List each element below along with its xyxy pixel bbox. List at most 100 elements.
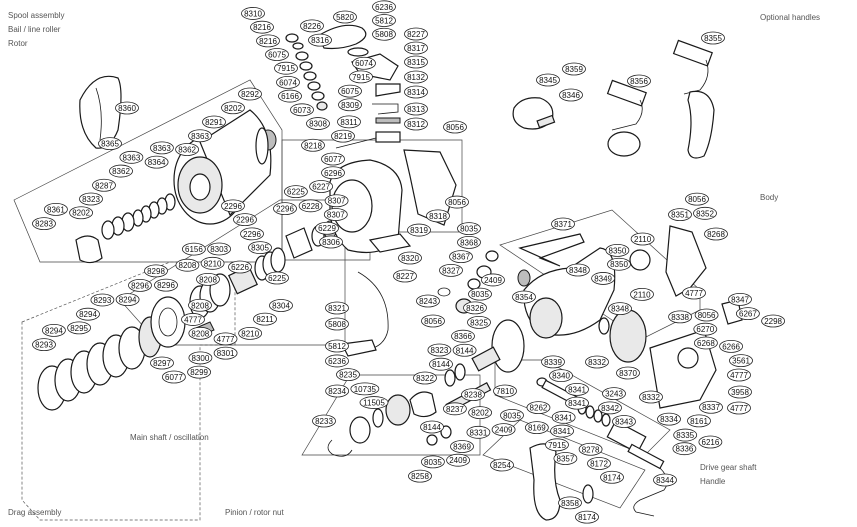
callout-bubble bbox=[265, 271, 289, 285]
callout-bubble bbox=[128, 278, 152, 292]
part-number: 8363 bbox=[191, 132, 209, 141]
part-callout-8305: 8305 bbox=[248, 241, 272, 255]
part-number: 6227 bbox=[312, 183, 330, 192]
part-callout-8237: 8237 bbox=[442, 402, 467, 416]
drag-knob-part bbox=[75, 235, 103, 264]
part-callout-6075: 6075 bbox=[265, 48, 289, 61]
part-number: 8174 bbox=[578, 513, 596, 522]
part-number: 3243 bbox=[605, 390, 623, 399]
part-number: 8172 bbox=[590, 459, 608, 468]
caption-body: Body bbox=[760, 193, 778, 202]
part-number: 6296 bbox=[324, 169, 342, 178]
callout-bubble bbox=[213, 332, 238, 346]
part-number: 8293 bbox=[35, 341, 53, 350]
part-number: 5820 bbox=[336, 13, 354, 22]
part-number: 8307 bbox=[327, 210, 345, 219]
callout-bubble bbox=[44, 202, 68, 216]
callout-bubble bbox=[630, 287, 654, 301]
callout-bubble bbox=[207, 242, 232, 256]
callout-bubble bbox=[393, 269, 417, 283]
part-callout-8297: 8297 bbox=[150, 356, 174, 370]
part-number: 8227 bbox=[396, 272, 414, 281]
callout-bubble bbox=[349, 70, 373, 84]
callout-bubble bbox=[524, 421, 549, 435]
part-callout-8298: 8298 bbox=[144, 264, 168, 278]
callout-bubble bbox=[301, 138, 325, 152]
callout-bubble bbox=[408, 469, 432, 483]
part-callout-7915: 7915 bbox=[545, 438, 569, 452]
part-number: 8332 bbox=[642, 393, 660, 402]
callout-bubble bbox=[426, 209, 450, 223]
caption-handle: Handle bbox=[700, 477, 726, 486]
part-callout-6073: 6073 bbox=[290, 103, 314, 117]
part-callout-6074: 6074 bbox=[352, 56, 376, 70]
spool-hub bbox=[189, 173, 211, 201]
handle-arm bbox=[627, 443, 665, 470]
part-callout-5812: 5812 bbox=[325, 339, 349, 353]
part-callout-8338: 8338 bbox=[668, 310, 692, 324]
part-callout-10735: 10735 bbox=[350, 382, 380, 396]
callout-bubble bbox=[238, 326, 263, 340]
part-callout-8350: 8350 bbox=[607, 257, 631, 271]
callout-bubble bbox=[404, 117, 428, 131]
callout-bubble bbox=[175, 258, 200, 272]
callout-bubble bbox=[325, 339, 349, 353]
part-number: 5808 bbox=[375, 30, 393, 39]
part-number: 7810 bbox=[496, 387, 514, 396]
part-callout-2296: 2296 bbox=[240, 227, 264, 241]
option-crank-1 bbox=[611, 99, 643, 131]
part-callout-8339: 8339 bbox=[541, 355, 565, 369]
body-bearing bbox=[517, 269, 531, 287]
callout-bubble bbox=[420, 420, 444, 434]
part-callout-8293: 8293 bbox=[32, 338, 56, 352]
callout-bubble bbox=[698, 435, 723, 449]
callout-bubble bbox=[468, 406, 493, 420]
part-callout-8161: 8161 bbox=[687, 414, 711, 428]
bail-parts bbox=[285, 24, 401, 149]
part-number: 2296 bbox=[243, 230, 261, 239]
part-number: 8300 bbox=[192, 354, 210, 363]
callout-bubble bbox=[115, 101, 139, 115]
callout-bubble bbox=[729, 354, 753, 368]
part-callout-8311: 8311 bbox=[337, 115, 361, 129]
part-callout-8056: 8056 bbox=[445, 195, 469, 209]
callout-bubble bbox=[443, 120, 467, 134]
callout-bubble bbox=[188, 298, 212, 312]
callout-bubble bbox=[372, 27, 396, 41]
part-callout-8370: 8370 bbox=[616, 366, 640, 380]
callout-bubble bbox=[221, 101, 245, 115]
part-number: 8343 bbox=[615, 418, 633, 427]
part-callout-8363: 8363 bbox=[149, 141, 174, 155]
part-callout-6268: 6268 bbox=[694, 336, 718, 350]
callout-bubble bbox=[672, 442, 697, 456]
part-number: 8208 bbox=[199, 275, 217, 284]
part-number: 8227 bbox=[407, 30, 425, 39]
part-number: 8035 bbox=[503, 411, 521, 420]
callout-bubble bbox=[450, 440, 474, 453]
part-number: 8362 bbox=[178, 145, 196, 154]
part-number: 8298 bbox=[147, 267, 165, 276]
option-handle-parts bbox=[512, 39, 715, 159]
part-number: 8299 bbox=[190, 368, 208, 377]
part-callout-8262: 8262 bbox=[526, 401, 551, 415]
part-number: 8369 bbox=[453, 443, 471, 452]
option-crank-2 bbox=[683, 59, 709, 95]
callout-bubble bbox=[657, 412, 681, 426]
caption-main-shaft: Main shaft / oscillation bbox=[130, 433, 209, 442]
caption-options: Optional handles bbox=[760, 13, 820, 22]
callout-bubble bbox=[668, 310, 692, 324]
body-mouth bbox=[529, 297, 563, 339]
part-number: 6266 bbox=[722, 342, 740, 351]
part-number: 8314 bbox=[407, 88, 425, 97]
part-number: 8219 bbox=[334, 132, 352, 141]
callout-bubble bbox=[321, 166, 345, 180]
part-callout-8314: 8314 bbox=[404, 85, 428, 99]
part-number: 8169 bbox=[528, 424, 546, 433]
part-number: 8348 bbox=[611, 305, 629, 314]
clutch-cover bbox=[349, 416, 371, 444]
part-callout-8258: 8258 bbox=[408, 469, 432, 483]
callout-bubble bbox=[238, 87, 262, 101]
part-callout-8341: 8341 bbox=[551, 410, 576, 424]
part-callout-8216: 8216 bbox=[250, 20, 274, 34]
part-callout-8211: 8211 bbox=[253, 312, 277, 326]
